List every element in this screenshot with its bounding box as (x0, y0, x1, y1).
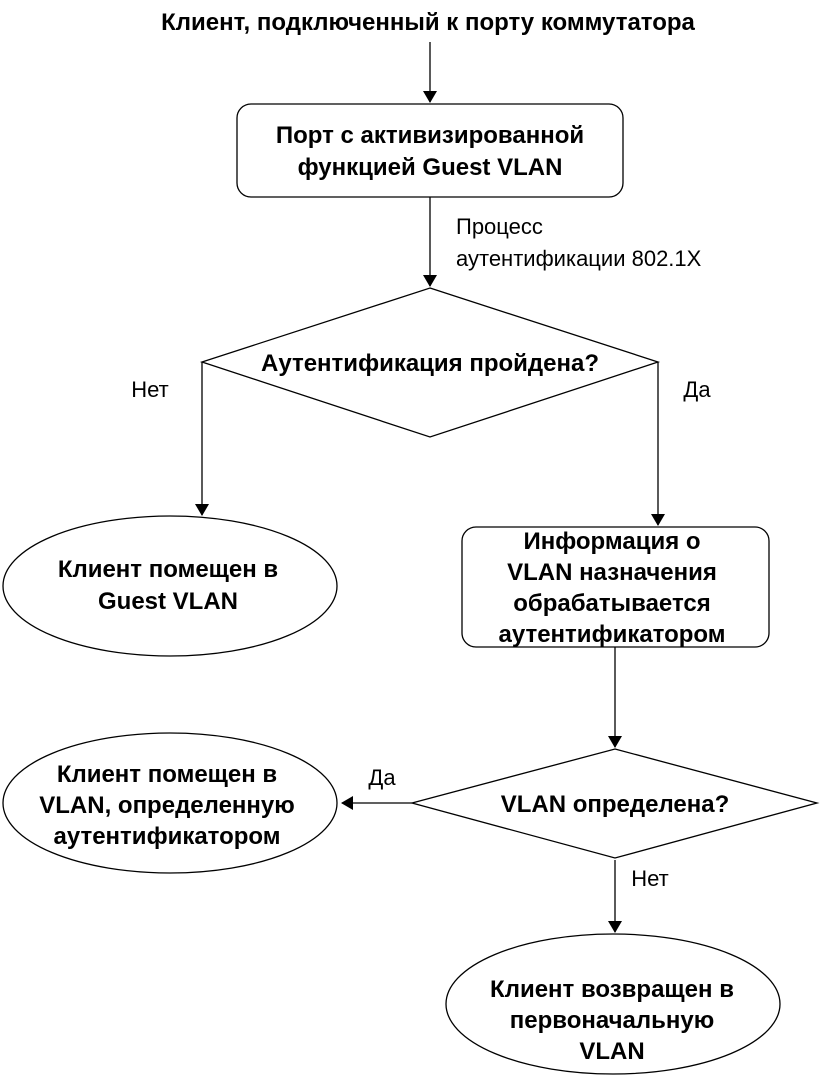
original-vlan-result: Клиент возвращен в первоначальную VLAN (445, 933, 781, 1075)
process-label-line-2: аутентификации 802.1X (456, 246, 702, 271)
port-box: Порт с активизированной функцией Guest V… (236, 103, 624, 198)
assigned-vlan-result-line-2: VLAN, определенную (39, 792, 295, 819)
auth-no-label: Нет (131, 377, 168, 402)
diagram-title: Клиент, подключенный к порту коммутатора (161, 9, 695, 36)
vlan-info-box: Информация о VLAN назначения обрабатывае… (461, 526, 770, 648)
auth-yes-label: Да (683, 377, 711, 402)
vlan-info-line-1: Информация о (523, 528, 700, 555)
port-box-line-2: функцией Guest VLAN (298, 154, 563, 181)
vlan-yes-label: Да (368, 765, 396, 790)
process-label-line-1: Процесс (456, 214, 543, 239)
assigned-vlan-result-line-3: аутентификатором (53, 823, 280, 850)
vlan-decision: VLAN определена? (409, 748, 820, 859)
auth-decision: Аутентификация пройдена? (199, 287, 661, 438)
vlan-info-line-3: обрабатывается (513, 590, 711, 617)
guest-vlan-result-line-2: Guest VLAN (98, 588, 238, 615)
vlan-info-line-4: аутентификатором (498, 621, 725, 648)
guest-vlan-result-line-1: Клиент помещен в (58, 556, 278, 583)
original-vlan-result-line-2: первоначальную (510, 1007, 714, 1034)
vlan-no-label: Нет (631, 866, 668, 891)
assigned-vlan-result: Клиент помещен в VLAN, определенную ауте… (2, 732, 338, 874)
guest-vlan-result: Клиент помещен в Guest VLAN (2, 515, 338, 657)
port-box-line-1: Порт с активизированной (276, 122, 584, 149)
auth-decision-label: Аутентификация пройдена? (261, 350, 599, 377)
original-vlan-result-line-1: Клиент возвращен в (490, 976, 734, 1003)
original-vlan-result-line-3: VLAN (579, 1038, 644, 1065)
vlan-decision-label: VLAN определена? (501, 791, 730, 818)
assigned-vlan-result-line-1: Клиент помещен в (57, 761, 277, 788)
vlan-info-line-2: VLAN назначения (507, 559, 717, 586)
